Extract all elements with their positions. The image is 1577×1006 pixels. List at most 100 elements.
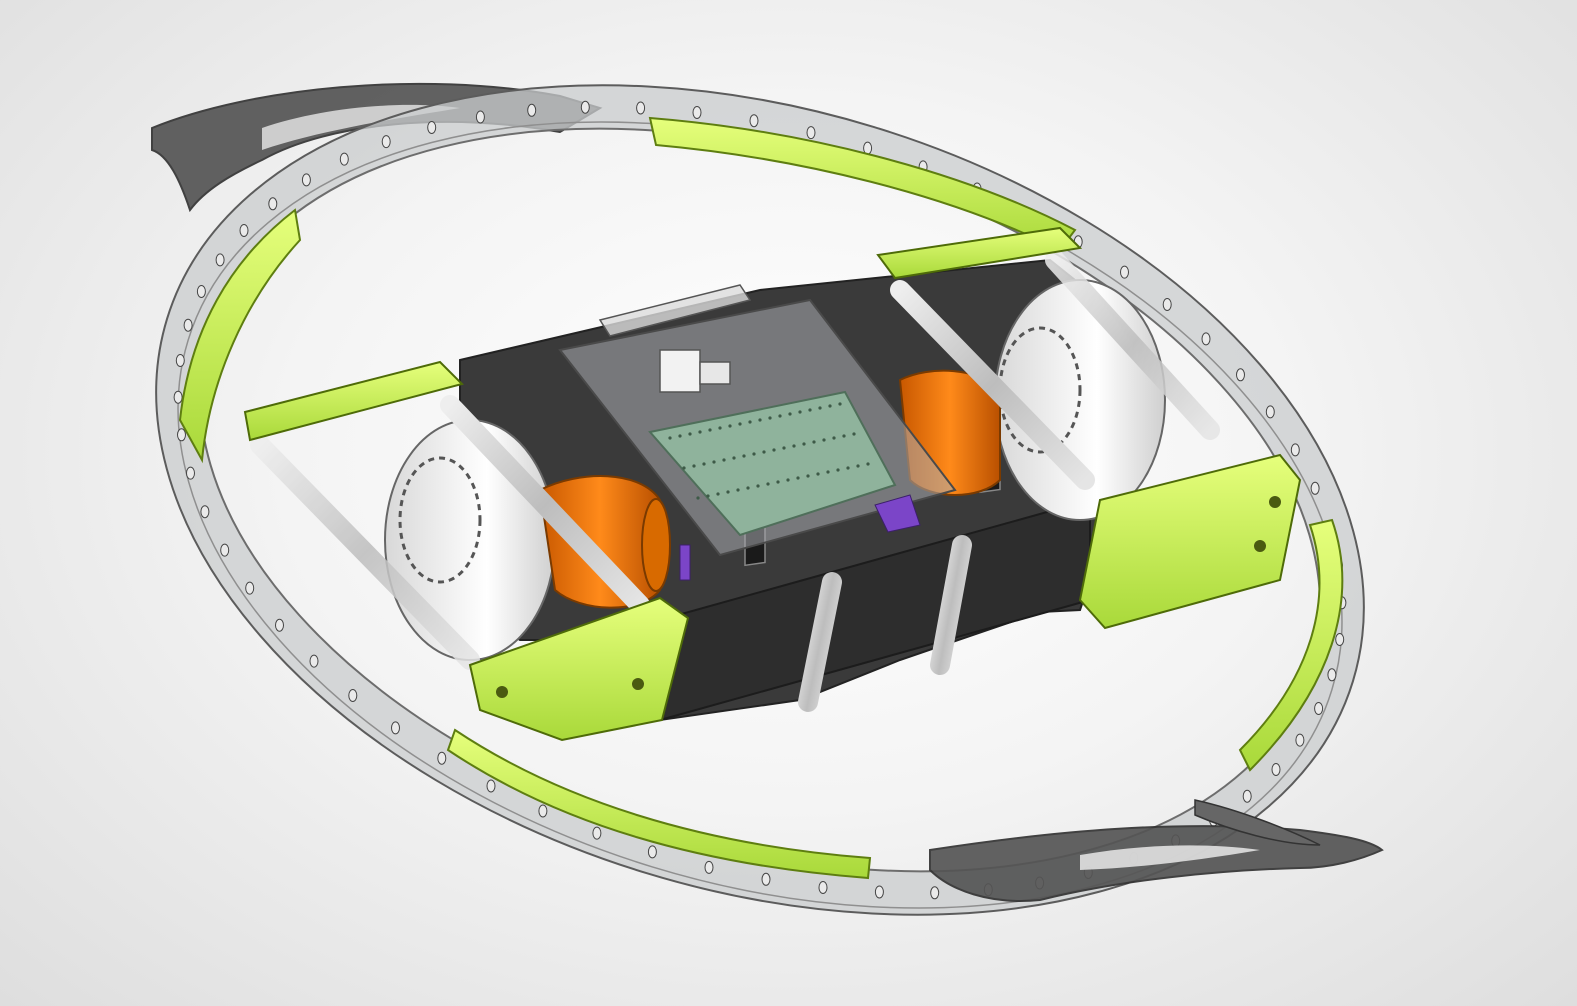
pcb-hole xyxy=(798,410,802,414)
ring-bolt-hole xyxy=(1242,789,1252,803)
ring-bolt-hole xyxy=(818,881,828,894)
pcb-hole xyxy=(772,448,776,452)
ring-bolt-hole xyxy=(874,885,884,899)
ring-bolt-hole xyxy=(486,779,496,793)
ring-bolt-hole xyxy=(704,860,714,874)
pcb-hole xyxy=(792,444,796,448)
pcb-hole xyxy=(812,440,816,444)
pcb-hole xyxy=(718,426,722,430)
ring-bolt-hole xyxy=(1290,443,1300,457)
ring-bolt-hole xyxy=(220,543,230,557)
pcb-hole xyxy=(768,416,772,420)
ring-bolt-hole xyxy=(348,689,358,702)
ring-bolt-hole xyxy=(381,135,391,149)
pcb-hole xyxy=(826,470,830,474)
electronics-housing xyxy=(558,284,957,581)
pcb-hole xyxy=(838,402,842,406)
pcb-hole xyxy=(786,478,790,482)
pcb-hole xyxy=(782,446,786,450)
ring-bolt-hole xyxy=(580,100,590,114)
ring-bolt-hole xyxy=(538,804,548,818)
ring-bolt-hole xyxy=(1310,481,1320,495)
pcb-hole xyxy=(728,424,732,428)
pcb-hole xyxy=(692,464,696,468)
pcb-board xyxy=(648,390,897,537)
pcb-hole xyxy=(766,482,770,486)
ring-bolt-hole xyxy=(1265,405,1275,419)
pcb-hole xyxy=(752,452,756,456)
pcb-hole xyxy=(756,484,760,488)
lime-brackets xyxy=(243,226,1302,742)
pcb-hole xyxy=(708,428,712,432)
ring-bolt-hole xyxy=(592,826,602,840)
pcb-hole xyxy=(726,490,730,494)
ring-lime-segments xyxy=(178,116,1344,880)
pcb-hole xyxy=(832,436,836,440)
pcb-hole xyxy=(822,438,826,442)
pcb-hole xyxy=(722,458,726,462)
support-rods xyxy=(250,250,1220,712)
ring-bolt-hole xyxy=(175,354,185,367)
ring-bolt-hole xyxy=(636,101,646,115)
pcb-hole xyxy=(846,466,850,470)
ring-bolt-hole xyxy=(186,466,195,480)
pcb-hole xyxy=(688,432,692,436)
pcb-hole xyxy=(678,434,682,438)
pcb-hole xyxy=(788,412,792,416)
ring-bolt-hole xyxy=(245,581,255,595)
pcb-hole xyxy=(852,432,856,436)
ring-bolt-hole xyxy=(339,152,349,166)
ring-bolt-hole xyxy=(239,224,249,237)
ring-bolt-hole xyxy=(1335,633,1345,646)
ring-bolt-hole xyxy=(200,505,210,519)
ring-bolt-hole xyxy=(1327,668,1337,682)
pcb-hole xyxy=(802,442,806,446)
pcb-hole xyxy=(842,434,846,438)
ring-bolt-hole xyxy=(183,318,193,332)
pcb-hole xyxy=(808,408,812,412)
ring-bolt-hole xyxy=(437,751,447,765)
ring-bolt-hole xyxy=(1120,265,1129,279)
ring-bolt-hole xyxy=(1295,733,1305,747)
ring-bolt-hole xyxy=(215,253,225,267)
ring-bolt-hole xyxy=(1236,368,1245,382)
pcb-hole xyxy=(746,486,750,490)
ring-bolt-hole xyxy=(177,428,186,442)
pcb-hole xyxy=(696,496,700,500)
pcb-hole xyxy=(712,460,716,464)
ring-bolt-hole xyxy=(268,197,278,211)
ring-bolt-hole xyxy=(475,110,485,124)
pcb-hole xyxy=(736,488,740,492)
pcb-hole xyxy=(796,476,800,480)
pcb-hole xyxy=(806,474,810,478)
pcb-hole xyxy=(816,472,820,476)
pcb-hole xyxy=(748,420,752,424)
pcb-hole xyxy=(706,494,710,498)
pcb-hole xyxy=(762,450,766,454)
pcb-hole xyxy=(778,414,782,418)
ring-bolt-hole xyxy=(301,173,311,187)
ring-bolt-hole xyxy=(749,114,759,128)
pcb-hole xyxy=(716,492,720,496)
weapon-blade-front xyxy=(929,799,1384,902)
ring-bolt-hole xyxy=(806,126,816,140)
ring-bolt-hole xyxy=(391,721,400,735)
ring-bolt-hole xyxy=(930,886,940,900)
ring-bolt-hole xyxy=(1162,298,1172,311)
ring-bolt-hole xyxy=(1201,332,1211,346)
pcb-hole xyxy=(702,462,706,466)
pcb-hole xyxy=(698,430,702,434)
ring-bolt-hole xyxy=(647,845,657,859)
pcb-hole xyxy=(738,422,742,426)
pcb-hole xyxy=(758,418,762,422)
ring-bolt-hole xyxy=(1271,763,1281,776)
pcb-hole xyxy=(742,454,746,458)
pcb-hole xyxy=(682,466,686,470)
pcb-hole xyxy=(732,456,736,460)
pcb-hole xyxy=(856,464,860,468)
ring-bolt-hole xyxy=(275,618,284,632)
pcb-hole xyxy=(668,436,672,440)
ring-bolt-hole xyxy=(761,872,771,886)
